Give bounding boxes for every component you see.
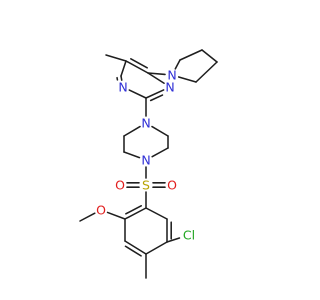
- bond-pzN1-pzCa: [123, 125, 141, 137]
- bond-pmN1-pmC6: [147, 72, 165, 85]
- bond-bz5-Cl: [166, 237, 181, 243]
- bond-pyrrN-pyrrA: [174, 59, 181, 70]
- atom-label-o-sulfonyl-right: O: [167, 178, 177, 193]
- bond-pyrrA-pyrrB: [179, 49, 203, 61]
- molecule-diagram: N N N N N S O O O Cl: [79, 49, 218, 279]
- atom-label-n-pyrrolidine: N: [167, 68, 176, 83]
- bond-pmN3-pmC2: [128, 89, 147, 99]
- bond-pmC4-pmN3: [120, 75, 123, 81]
- bond-bz1-bz2: [124, 207, 147, 220]
- bond-pmC2-pmN1: [145, 89, 165, 99]
- bond-pmC6-pmC5-double: [130, 58, 148, 69]
- atom-label-o-methoxy: O: [96, 203, 106, 218]
- bond-bz3-bz4: [124, 240, 147, 255]
- bond-pyrrB-pyrrC: [201, 49, 218, 63]
- bond-bz6-bz1: [145, 207, 168, 220]
- bond-pzCd-pzN1: [151, 125, 169, 137]
- bond-pmC5-pmC4: [120, 60, 127, 77]
- bond-lines: [79, 49, 218, 279]
- bond-bz4-bz5: [145, 241, 168, 255]
- bond-pzN2-pzCc: [151, 147, 169, 158]
- bond-bz3-bz4-double: [124, 245, 142, 257]
- atom-label-n-pyrimidine-right: N: [165, 80, 174, 95]
- atom-label-n-pyrimidine-left: N: [118, 80, 127, 95]
- bond-pzCb-pzN2: [123, 151, 141, 159]
- atom-label-n-piperazine-bottom: N: [141, 153, 150, 168]
- atom-label-s-sulfonyl: S: [142, 178, 150, 193]
- bond-pyrrC-pyrrD: [195, 61, 218, 83]
- atom-label-n-piperazine-top: N: [141, 116, 150, 131]
- bond-bz2-OMe: [106, 211, 126, 220]
- bond-pmC6-pmC5: [125, 60, 149, 74]
- bond-OMe-OMeC: [79, 212, 96, 222]
- bond-bz1-bz2-double: [125, 204, 142, 215]
- bond-pmC5-me4: [105, 54, 127, 62]
- bond-pyrrD-pyrrN: [177, 76, 197, 83]
- bond-pmC2-pmN1-double: [149, 94, 164, 102]
- atom-label-cl: Cl: [183, 228, 195, 243]
- bond-pyrrN-pmC6: [147, 72, 166, 76]
- atom-labels: N N N N N S O O O Cl: [96, 68, 195, 243]
- atom-label-o-sulfonyl-left: O: [115, 178, 125, 193]
